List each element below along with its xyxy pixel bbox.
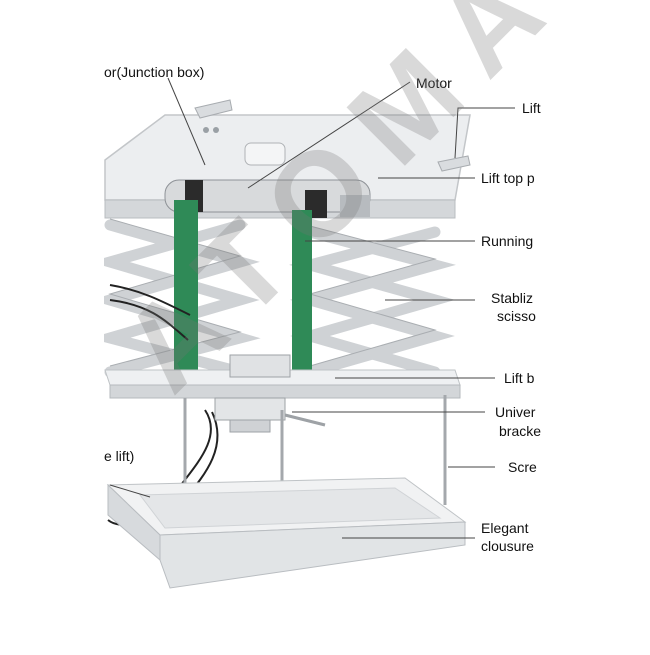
label-junction-box: or(Junction box) bbox=[104, 64, 205, 80]
left-crop-edge bbox=[0, 0, 104, 650]
label-screw: Scre bbox=[508, 459, 537, 475]
label-stabilizer-line1: Stabliz bbox=[491, 290, 534, 306]
universal-bracket bbox=[214, 397, 326, 433]
elegant-closure-tray bbox=[106, 477, 467, 589]
label-lift-top-plate: Lift top p bbox=[481, 170, 535, 186]
lift-bottom-plate bbox=[104, 354, 461, 399]
label-side-lift: e lift) bbox=[104, 448, 135, 464]
motor-tube bbox=[164, 179, 371, 218]
label-universal-line2: bracke bbox=[499, 423, 542, 439]
right-crop-edge bbox=[546, 0, 650, 650]
lift-straps bbox=[174, 200, 312, 372]
lift-eye-right bbox=[437, 155, 471, 172]
label-lift-bottom-plate: Lift b bbox=[504, 370, 535, 386]
leader-lines bbox=[109, 77, 515, 539]
lift-eye-left bbox=[194, 99, 233, 119]
label-lift-eye: Lift bbox=[522, 100, 541, 116]
label-stabilizer-line2: scisso bbox=[497, 308, 536, 324]
label-elegant-line1: Elegant bbox=[481, 520, 529, 536]
bottom-crop-edge bbox=[0, 590, 650, 650]
label-universal-line1: Univer bbox=[495, 404, 536, 420]
label-elegant-line2: clousure bbox=[481, 538, 534, 554]
label-running: Running bbox=[481, 233, 534, 249]
label-motor: Motor bbox=[416, 75, 452, 91]
